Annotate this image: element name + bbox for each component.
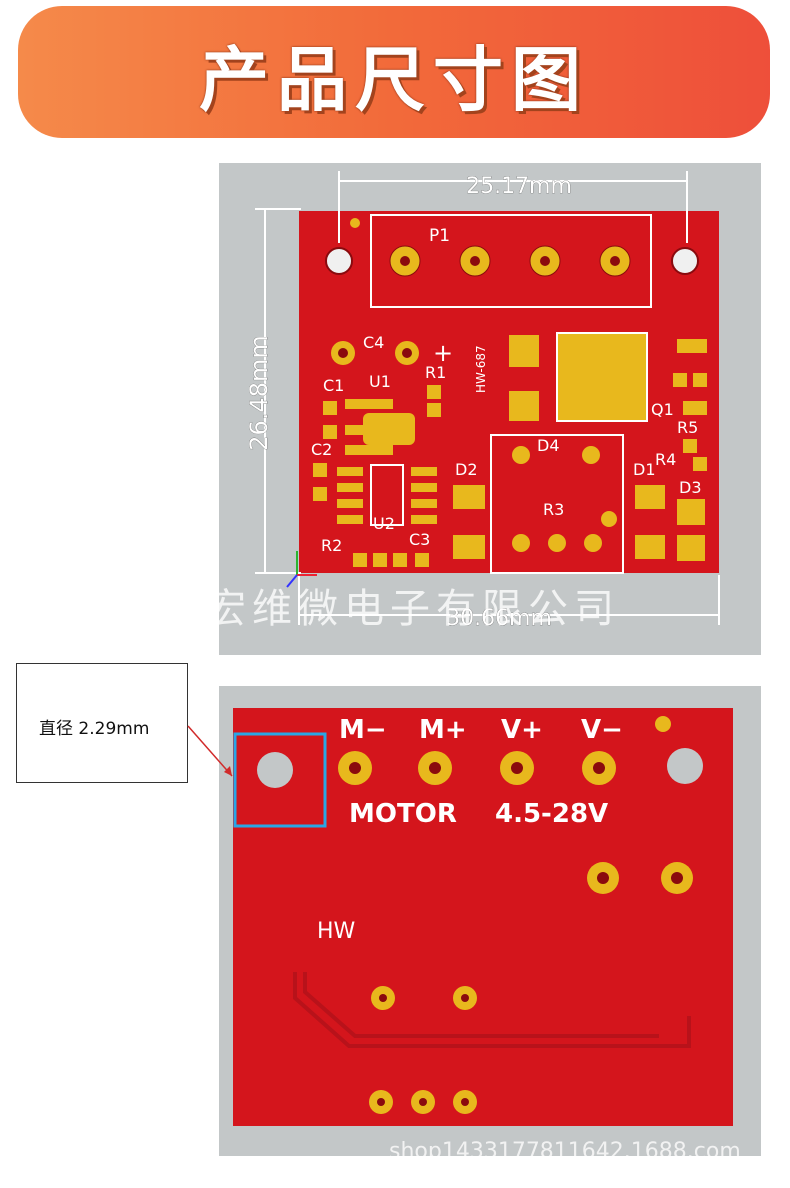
svg-text:R3: R3 <box>543 500 564 519</box>
svg-text:HW-687: HW-687 <box>474 345 488 393</box>
company-watermark: 深圳市宏维微电子有限公司 <box>68 586 620 632</box>
dim-width-bottom: 30.66mm <box>446 606 552 631</box>
top-board-image: 25.17mm 26.48mm 30.66mm P1 C4 + R1 HW-68… <box>219 163 761 655</box>
svg-text:C2: C2 <box>311 440 332 459</box>
hw-label: HW <box>317 919 356 944</box>
bottom-board-image: M− M+ V+ V− MOTOR 4.5-28V HW shop1433177… <box>219 686 761 1156</box>
svg-text:R1: R1 <box>425 363 446 382</box>
svg-text:C3: C3 <box>409 530 430 549</box>
svg-text:P1: P1 <box>429 226 450 246</box>
pin-label-m-plus: M+ <box>419 715 467 745</box>
svg-text:D3: D3 <box>679 478 702 497</box>
svg-text:Q1: Q1 <box>651 400 674 419</box>
dim-width-top: 25.17mm <box>466 174 572 199</box>
svg-text:R5: R5 <box>677 418 698 437</box>
svg-text:C4: C4 <box>363 333 384 352</box>
svg-text:D4: D4 <box>537 436 560 455</box>
motor-label: MOTOR <box>349 799 457 829</box>
pin-label-m-minus: M− <box>339 715 387 745</box>
note-arrow <box>187 725 233 777</box>
hole-diameter-note: 直径 2.29mm <box>16 663 188 783</box>
mounting-hole-right <box>671 247 699 275</box>
voltage-label: 4.5-28V <box>495 799 608 829</box>
hole-highlight <box>233 732 327 828</box>
pin-label-v-minus: V− <box>581 715 623 745</box>
dim-height: 26.48mm <box>245 335 273 450</box>
svg-text:+: + <box>433 339 453 367</box>
connector-p1 <box>370 214 652 308</box>
svg-text:R4: R4 <box>655 450 676 469</box>
svg-text:R2: R2 <box>321 536 342 555</box>
banner-title: 产品尺寸图 <box>199 39 589 121</box>
svg-text:D2: D2 <box>455 460 478 479</box>
svg-text:U2: U2 <box>373 514 395 533</box>
svg-text:U1: U1 <box>369 372 391 391</box>
pin-label-v-plus: V+ <box>501 715 543 745</box>
note-text: 直径 2.29mm <box>39 719 150 739</box>
pcb-bottom <box>233 708 733 1126</box>
shop-watermark: shop1433177811642.1688.com <box>389 1139 741 1156</box>
title-banner: 产品尺寸图 <box>18 6 770 138</box>
svg-text:D1: D1 <box>633 460 656 479</box>
mounting-hole-left <box>325 247 353 275</box>
svg-text:C1: C1 <box>323 376 344 395</box>
